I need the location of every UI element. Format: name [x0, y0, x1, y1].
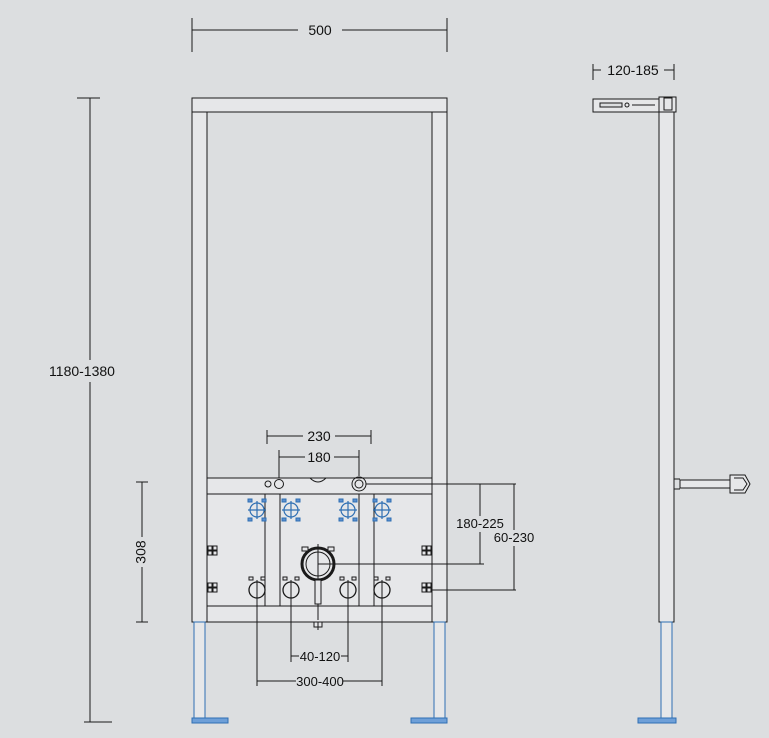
dim-label-drain-a: 180-225 [456, 516, 504, 531]
fixing-connector-black [248, 576, 391, 600]
dim-label-pipe-inner: 180 [307, 449, 331, 465]
dim-label-fixing-inner: 40-120 [300, 649, 340, 664]
dim-label-plate-height: 308 [133, 540, 149, 564]
front-frame [191, 97, 448, 724]
water-connector-blue [247, 498, 392, 522]
dim-label-width: 500 [308, 22, 332, 38]
dim-label-depth: 120-185 [607, 62, 659, 78]
dim-label-drain-b: 60-230 [494, 530, 534, 545]
dim-label-fixing-outer: 300-400 [296, 674, 344, 689]
dimension-lines [77, 18, 675, 723]
dim-label-pipe-outer: 230 [307, 428, 331, 444]
side-frame [592, 96, 751, 724]
side-brackets [207, 545, 432, 593]
dim-label-height: 1180-1380 [49, 363, 115, 379]
